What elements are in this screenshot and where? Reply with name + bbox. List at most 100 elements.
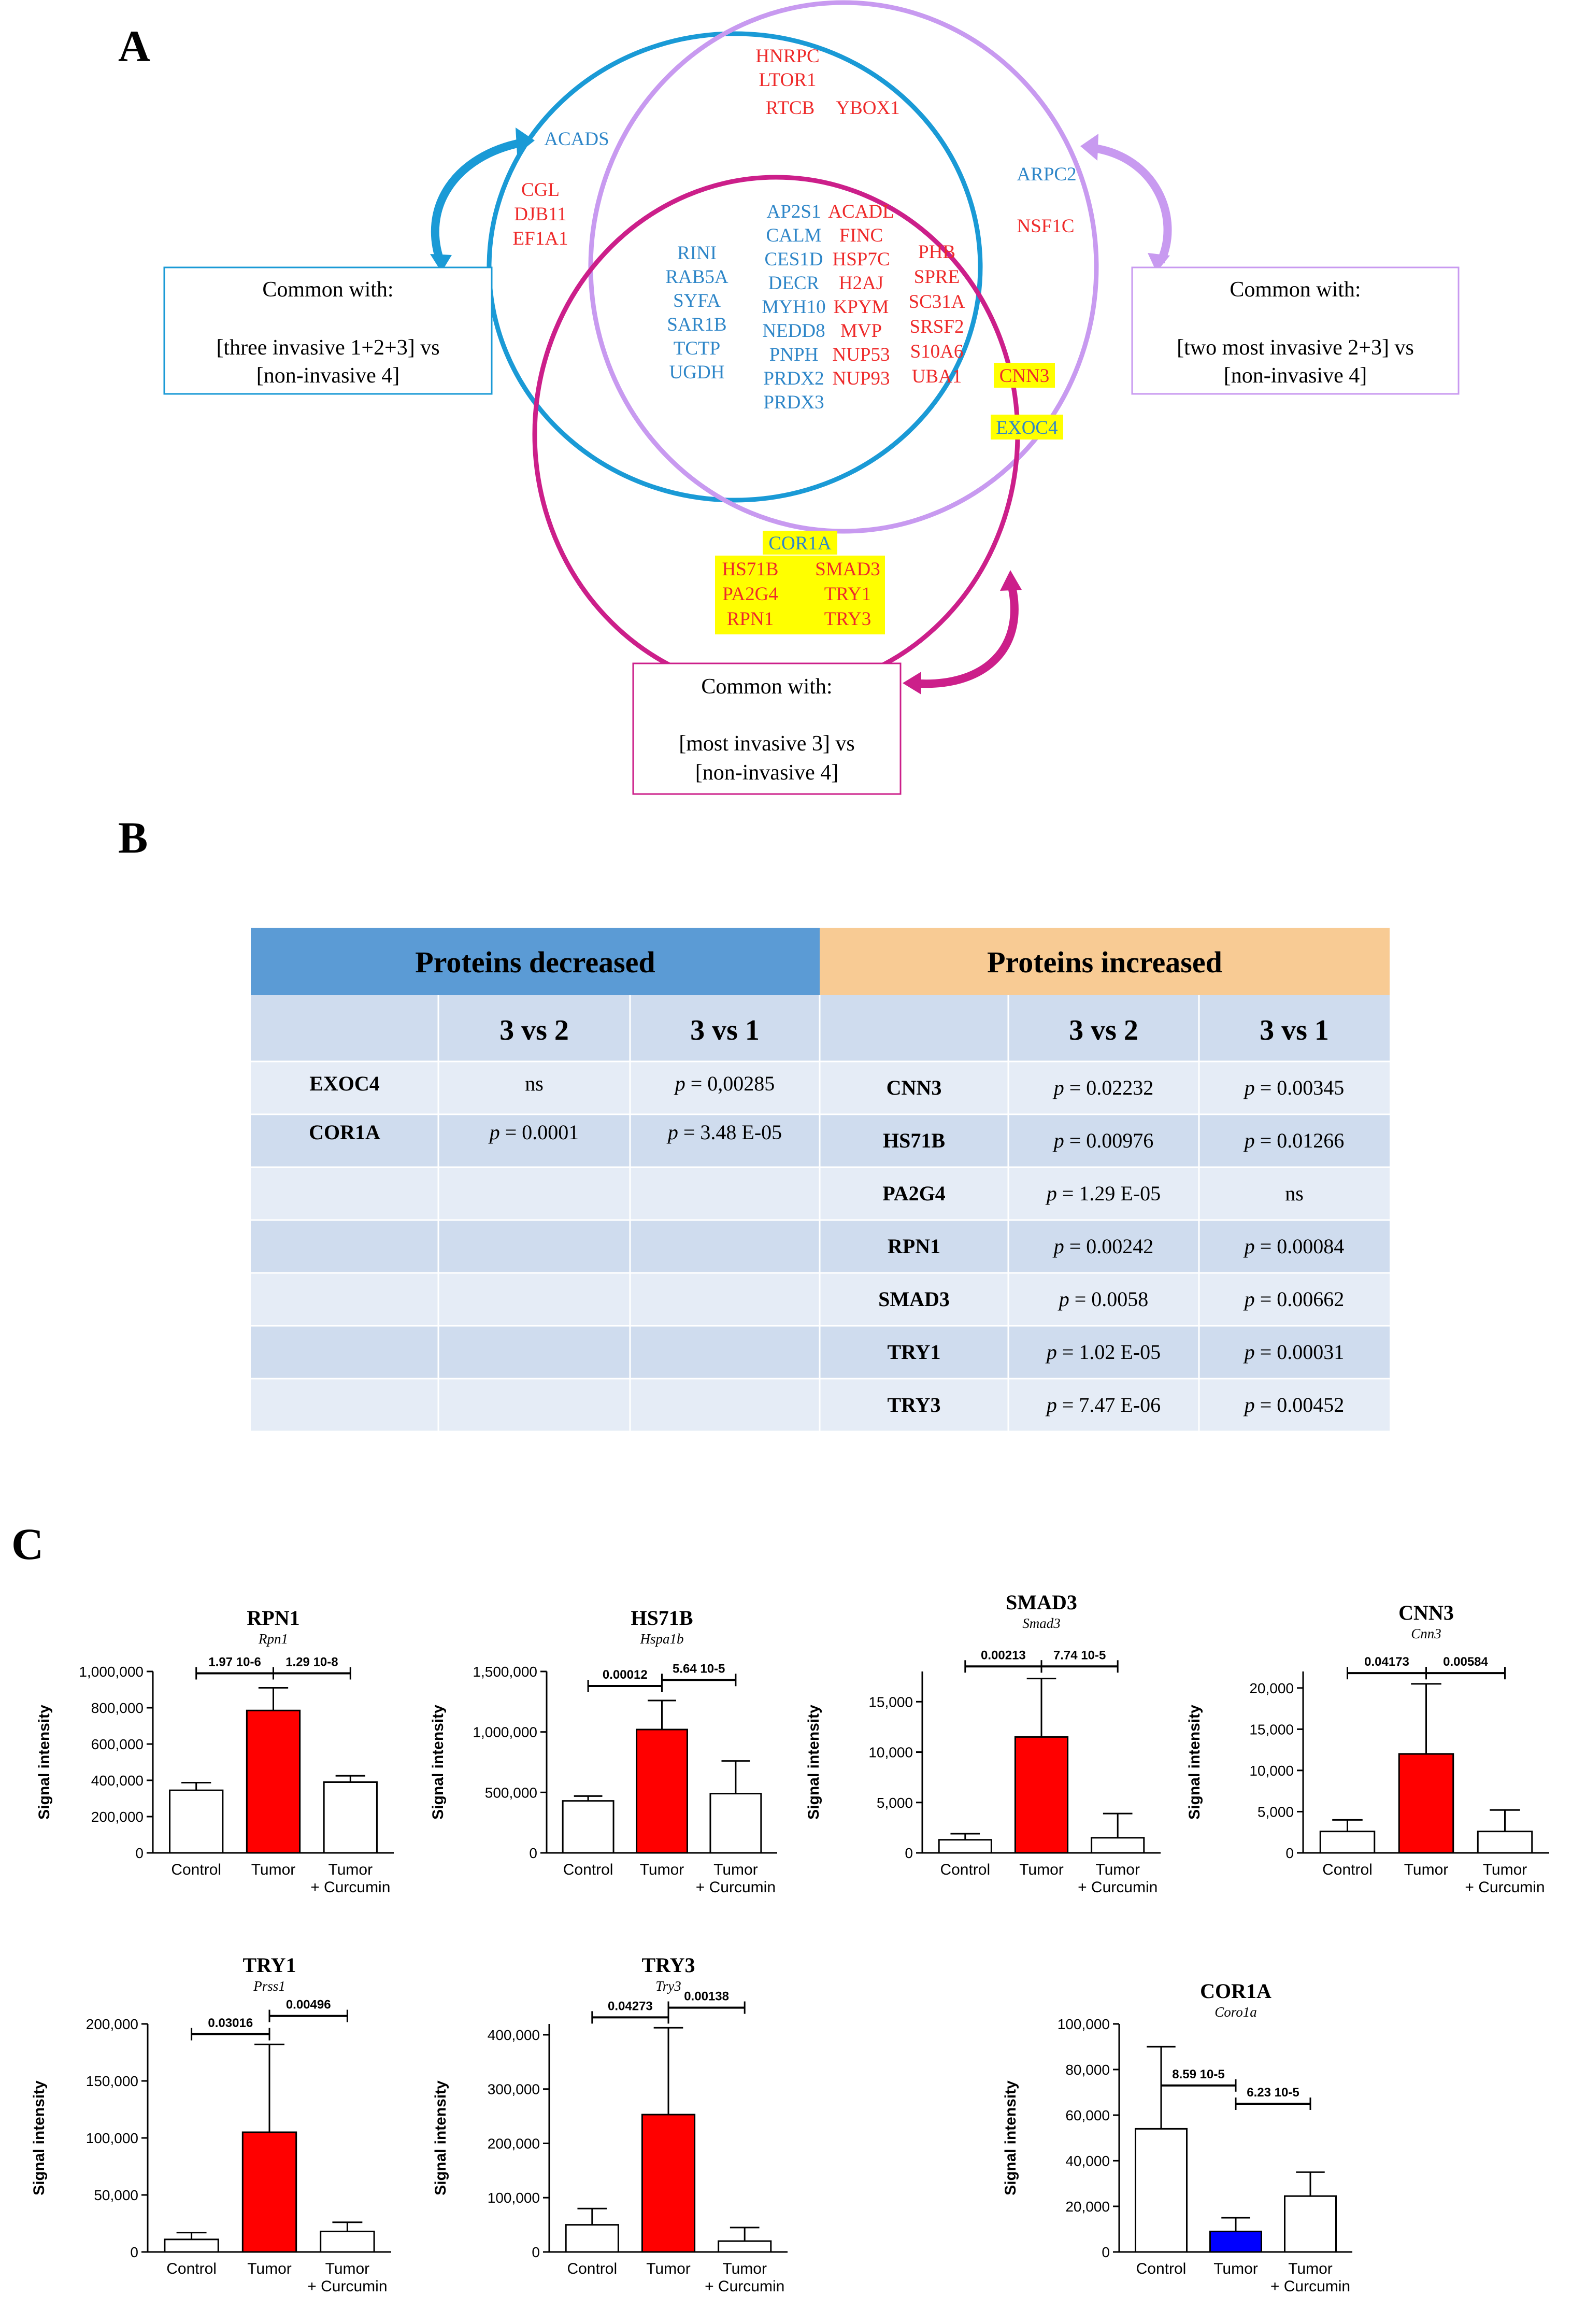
x-tick-label: Control xyxy=(1322,1861,1373,1878)
chart-subtitle: Try3 xyxy=(655,1978,681,1994)
chart-title: CNN3 xyxy=(1398,1601,1454,1624)
blue-arrowhead xyxy=(516,127,535,154)
bar-tumor xyxy=(636,1728,688,1854)
y-tick-label: 0 xyxy=(1102,2244,1110,2260)
venn-item-uba1: UBA1 xyxy=(912,366,962,387)
venn-item-prdx3: PRDX3 xyxy=(763,392,824,413)
box-lilac-line-2: [two most invasive 2+3] vs xyxy=(1177,336,1414,360)
y-tick-label: 400,000 xyxy=(91,1773,144,1789)
venn-item-tctp: TCTP xyxy=(674,338,720,359)
p-value-label: 8.59 10-5 xyxy=(1172,2067,1224,2081)
bar-tumor xyxy=(1014,1736,1069,1854)
bar-charts: RPN1Rpn10200,000400,000600,000800,0001,0… xyxy=(31,1591,1549,2295)
venn-item-hnrpc: HNRPC xyxy=(755,46,819,67)
box-magenta-line-2: [most invasive 3] vs xyxy=(679,732,854,756)
bar-tumor-curcumin xyxy=(709,1793,762,1854)
decreased-header: Proteins decreased xyxy=(415,945,655,979)
blue-arrowhead-base xyxy=(430,254,452,272)
venn-item-rini: RINI xyxy=(677,243,717,264)
bar-control xyxy=(938,1839,992,1854)
x-tick-label: + Curcumin xyxy=(696,1879,776,1896)
chart-title: SMAD3 xyxy=(1006,1591,1077,1614)
increased-protein-pa2g4: PA2G4 xyxy=(882,1182,945,1205)
venn-item-nsf1c: NSF1C xyxy=(1017,216,1074,237)
increased-protein-hs71b: HS71B xyxy=(883,1129,945,1152)
venn-item-cgl: CGL xyxy=(521,179,560,201)
increased-3vs2-hs71b: p = 0.00976 xyxy=(1052,1129,1154,1152)
venn-item-srsf2: SRSF2 xyxy=(910,316,964,337)
y-tick-label: 80,000 xyxy=(1065,2062,1110,2078)
x-tick-label: Control xyxy=(940,1861,990,1878)
x-tick-label: Tumor xyxy=(713,1861,758,1878)
chart-subtitle: Coro1a xyxy=(1214,2004,1257,2020)
chart-title: RPN1 xyxy=(247,1606,299,1629)
magenta-arrowhead xyxy=(1000,570,1022,591)
p-value-label: 1.97 10-6 xyxy=(208,1655,261,1669)
x-tick-label: + Curcumin xyxy=(307,2278,387,2295)
y-tick-label: 1,000,000 xyxy=(79,1664,144,1680)
bar-control xyxy=(565,2224,619,2253)
box-lilac-line-1: Common with: xyxy=(1230,278,1361,302)
y-tick-label: 0 xyxy=(130,2244,138,2260)
increased-3vs1-hs71b: p = 0.01266 xyxy=(1243,1129,1345,1152)
venn-item-cor1a: COR1A xyxy=(768,533,832,554)
blue-connector-arrow xyxy=(431,138,523,266)
box-lilac: Common with: [two most invasive 2+3] vs … xyxy=(1131,266,1460,395)
y-tick-label: 0 xyxy=(905,1845,913,1861)
y-tick-label: 100,000 xyxy=(488,2190,540,2206)
venn-circle-blue xyxy=(487,31,983,503)
box-lilac-line-3: [non-invasive 4] xyxy=(1224,364,1367,388)
venn-item-ltor1: LTOR1 xyxy=(759,69,816,91)
box-magenta: Common with: [most invasive 3] vs [non-i… xyxy=(632,662,902,795)
y-tick-label: 15,000 xyxy=(868,1694,913,1710)
y-axis-label: Signal intensity xyxy=(805,1705,822,1820)
x-tick-label: Tumor xyxy=(251,1861,296,1878)
p-value-label: 0.04273 xyxy=(608,1999,653,2013)
y-tick-label: 1,000,000 xyxy=(473,1724,537,1740)
box-blue-line-2: [three invasive 1+2+3] vs xyxy=(216,336,439,360)
y-tick-label: 200,000 xyxy=(488,2135,540,2151)
increased-protein-smad3: SMAD3 xyxy=(878,1287,950,1311)
chart-title: TRY1 xyxy=(242,1953,296,1977)
p-value-label: 0.00012 xyxy=(603,1668,648,1682)
venn-item-spre: SPRE xyxy=(914,266,960,288)
venn-item-hs71b: HS71B xyxy=(722,559,779,580)
venn-item-rab5a: RAB5A xyxy=(665,266,728,288)
bar-tumor-curcumin xyxy=(323,1781,378,1854)
x-tick-label: Tumor xyxy=(646,2260,691,2277)
x-tick-label: Control xyxy=(171,1861,221,1878)
panel-label-a: A xyxy=(118,21,150,71)
venn-item-pa2g4: PA2G4 xyxy=(722,584,778,605)
lilac-connector-arrow xyxy=(1090,144,1172,264)
x-tick-label: Tumor xyxy=(328,1861,373,1878)
subheader-increased-0: 3 vs 2 xyxy=(1069,1014,1138,1046)
increased-3vs1-smad3: p = 0.00662 xyxy=(1243,1287,1345,1311)
venn-item-acads: ACADS xyxy=(544,129,609,150)
highlight-bg-group xyxy=(715,556,885,634)
x-tick-label: Control xyxy=(567,2260,617,2277)
increased-3vs1-try3: p = 0.00452 xyxy=(1243,1393,1345,1416)
venn-item-ybox1: YBOX1 xyxy=(836,97,899,119)
x-tick-label: + Curcumin xyxy=(1078,1879,1158,1896)
bar-tumor-curcumin xyxy=(718,2240,772,2253)
venn-item-sc31a: SC31A xyxy=(909,291,965,313)
x-tick-label: Tumor xyxy=(1483,1861,1527,1878)
y-tick-label: 40,000 xyxy=(1065,2153,1110,2169)
venn-item-ugdh: UGDH xyxy=(669,362,725,383)
p-value-label: 6.23 10-5 xyxy=(1247,2086,1299,2100)
increased-3vs1-cnn3: p = 0.00345 xyxy=(1243,1076,1345,1099)
increased-3vs2-cnn3: p = 0.02232 xyxy=(1052,1076,1154,1099)
decreased-header-bg xyxy=(251,928,820,995)
venn-item-kpym: KPYM xyxy=(834,296,889,318)
x-tick-label: Tumor xyxy=(640,1861,684,1878)
venn-item-ap2s1: AP2S1 xyxy=(767,201,821,222)
chart-subtitle: Prss1 xyxy=(253,1978,285,1994)
y-axis-label: Signal intensity xyxy=(430,1705,447,1820)
bar-tumor xyxy=(241,2131,297,2253)
venn-item-nedd8: NEDD8 xyxy=(762,320,825,342)
x-tick-label: Tumor xyxy=(247,2260,292,2277)
increased-header: Proteins increased xyxy=(987,945,1222,979)
x-tick-label: Control xyxy=(563,1861,613,1878)
